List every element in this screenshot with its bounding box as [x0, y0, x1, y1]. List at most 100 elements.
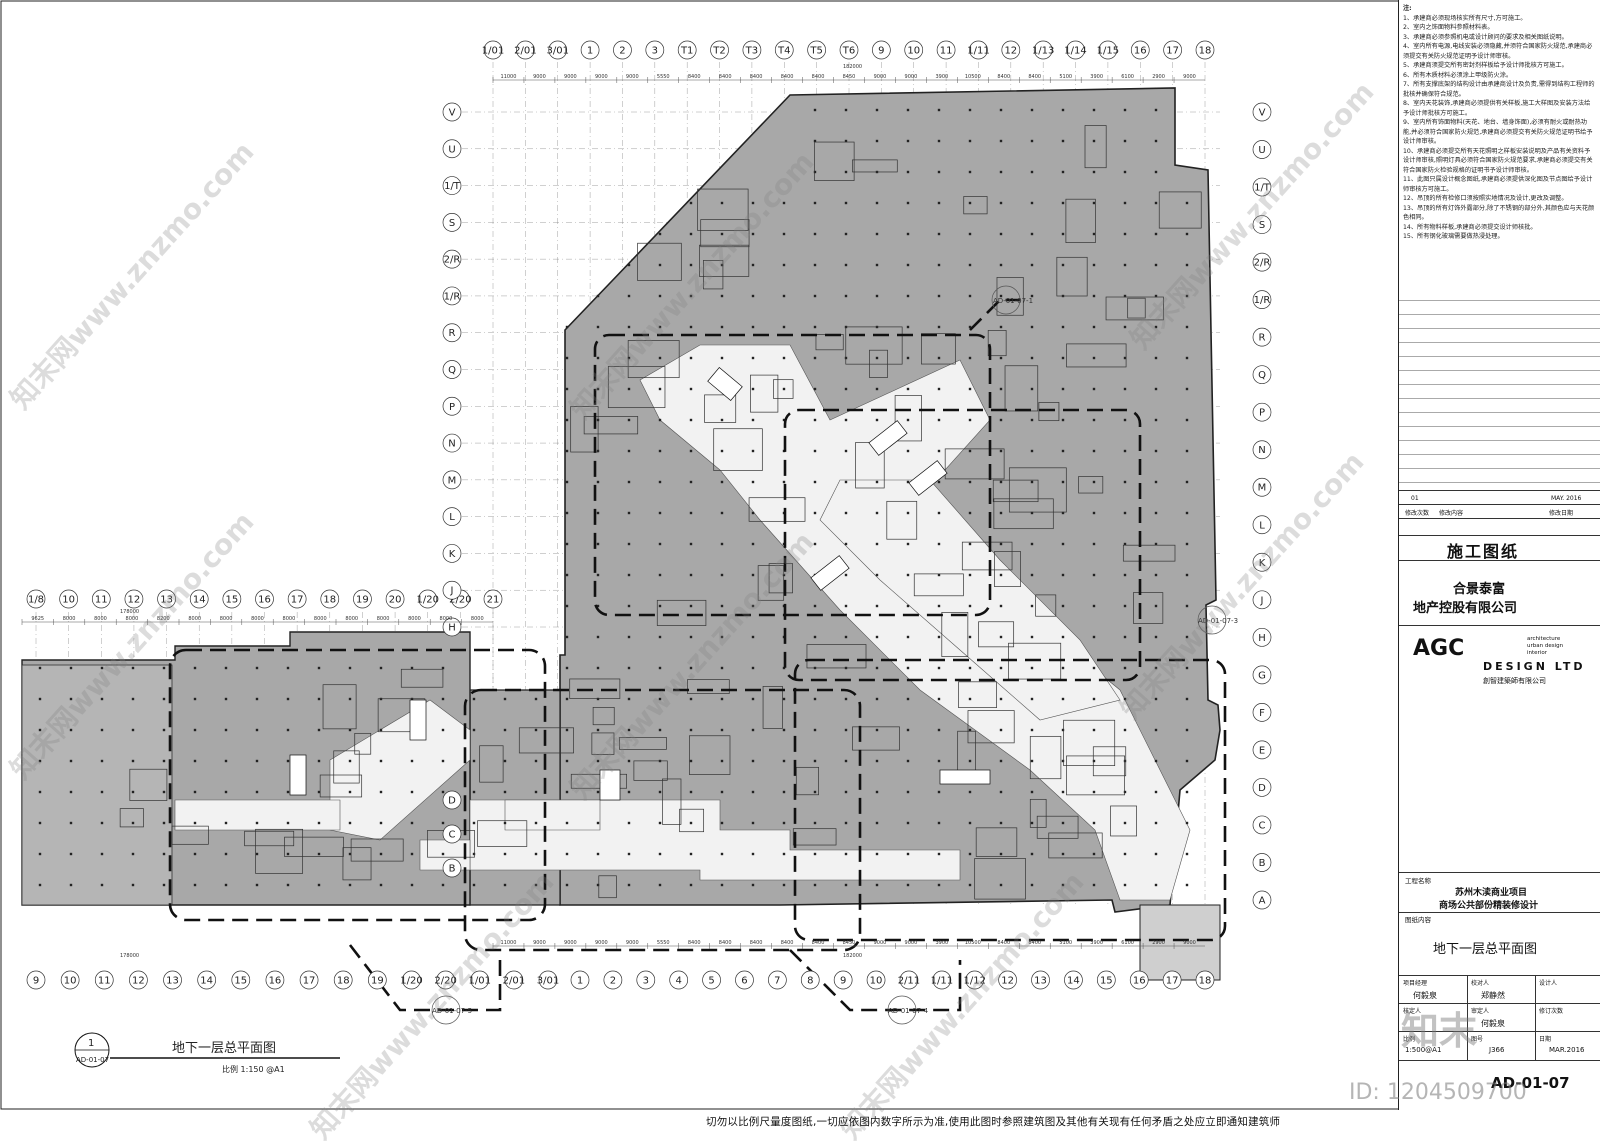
column: [689, 356, 693, 360]
column: [720, 418, 724, 422]
shop-unit: [978, 621, 1015, 648]
column: [844, 728, 848, 732]
column: [38, 697, 42, 701]
column: [1123, 790, 1127, 794]
column: [441, 852, 445, 856]
column: [596, 790, 600, 794]
shop-unit: [1078, 476, 1104, 494]
column: [937, 511, 941, 515]
grid-right-bubble: [1252, 177, 1272, 197]
column: [968, 573, 972, 577]
grid-top-label: T5: [809, 46, 822, 57]
column: [782, 201, 786, 205]
shop-unit: [633, 760, 668, 781]
column: [255, 821, 259, 825]
column: [813, 883, 817, 887]
column: [1123, 325, 1127, 329]
column: [658, 480, 662, 484]
grid-top-bubble: [872, 40, 891, 60]
column: [627, 263, 631, 267]
column: [658, 604, 662, 608]
column: [1092, 604, 1096, 608]
column: [813, 759, 817, 763]
column: [813, 635, 817, 639]
signoff-label: 审定人: [1471, 1008, 1490, 1015]
column: [937, 604, 941, 608]
column: [1030, 790, 1034, 794]
column: [720, 542, 724, 546]
shop-unit: [792, 828, 837, 846]
column: [441, 728, 445, 732]
column: [844, 294, 848, 298]
column: [937, 697, 941, 701]
dimension-value: 8000: [283, 616, 296, 622]
column: [999, 325, 1003, 329]
column: [1092, 356, 1096, 360]
grid-top-label: 11: [940, 46, 953, 57]
dimension-value: 8400: [812, 74, 825, 80]
column: [503, 728, 507, 732]
column: [1030, 170, 1034, 174]
column: [906, 356, 910, 360]
column: [751, 542, 755, 546]
column: [689, 542, 693, 546]
column: [193, 759, 197, 763]
column: [751, 635, 755, 639]
column: [999, 666, 1003, 670]
grid-bottom-right-bubble: [1162, 970, 1182, 990]
content-title: 地下一层总平面图: [1433, 942, 1538, 957]
column: [968, 356, 972, 360]
column: [1030, 821, 1034, 825]
column: [565, 697, 569, 701]
column: [472, 852, 476, 856]
grid-right-label: F: [1259, 708, 1265, 719]
grid-bottom-left-bubble: [60, 970, 80, 990]
column: [379, 728, 383, 732]
shop-unit: [619, 737, 667, 750]
signoff-label: 设计人: [1539, 980, 1558, 987]
column: [968, 232, 972, 236]
column: [379, 821, 383, 825]
column: [1185, 821, 1189, 825]
column: [627, 790, 631, 794]
column: [1123, 759, 1127, 763]
column: [1061, 821, 1065, 825]
dimension-value: 2900: [1152, 940, 1165, 946]
dimension-value: 9000: [1183, 74, 1196, 80]
column: [1092, 108, 1096, 112]
column: [1154, 821, 1158, 825]
dimension-value: 8000: [345, 616, 358, 622]
column: [689, 201, 693, 205]
column: [968, 635, 972, 639]
zone-dashed-outlines: [168, 298, 1227, 1012]
dimension-value: 6100: [1121, 74, 1134, 80]
column: [844, 108, 848, 112]
column: [379, 790, 383, 794]
column: [658, 573, 662, 577]
column: [658, 790, 662, 794]
column: [937, 790, 941, 794]
revision-col-content: 修改内容: [1439, 510, 1464, 517]
grid-left-label: H: [448, 623, 456, 634]
column: [565, 449, 569, 453]
section-tag-circle-5: [431, 995, 461, 1025]
column: [906, 263, 910, 267]
column: [193, 790, 197, 794]
shop-unit: [171, 825, 209, 845]
column: [38, 728, 42, 732]
grid-bottom-right-label: 18: [1199, 976, 1212, 987]
column: [1154, 418, 1158, 422]
column: [441, 666, 445, 670]
column: [596, 883, 600, 887]
column: [565, 790, 569, 794]
column: [1123, 294, 1127, 298]
column: [1185, 759, 1189, 763]
grid-top-label: T1: [680, 46, 693, 57]
shop-unit: [679, 808, 705, 833]
grid-top-label: T4: [777, 46, 790, 57]
dimension-value: 9000: [874, 940, 887, 946]
column: [379, 666, 383, 670]
column: [875, 883, 879, 887]
